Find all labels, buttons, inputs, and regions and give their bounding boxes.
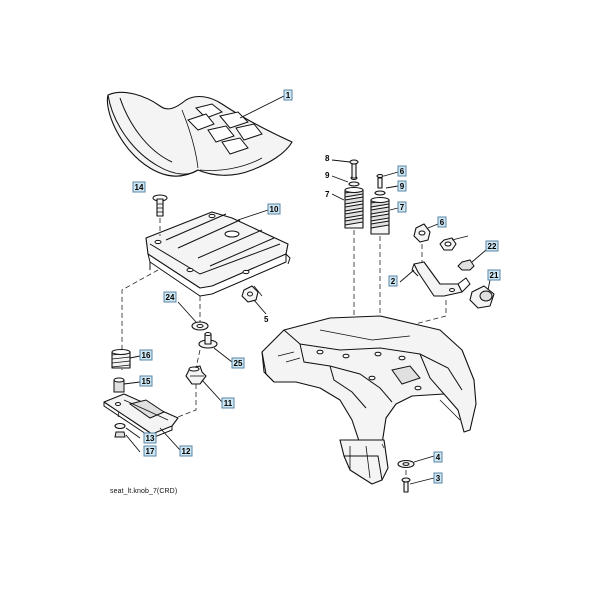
callout-box	[283, 89, 293, 101]
callout-box	[143, 432, 157, 444]
callout-7a: 7	[397, 201, 407, 213]
fender	[261, 315, 477, 445]
seat-pan	[145, 211, 291, 297]
bracket-2	[411, 261, 471, 297]
washer-4	[397, 459, 415, 469]
callout-label: 22	[488, 242, 497, 251]
callout-box	[267, 203, 281, 215]
callout-4: 4	[433, 451, 443, 463]
pivot-25	[198, 332, 218, 349]
callout-15: 15	[139, 375, 153, 387]
callout-11: 11	[221, 397, 235, 409]
callout-box	[437, 216, 447, 228]
callout-9a: 9	[397, 180, 407, 192]
callout-22: 22	[485, 240, 499, 252]
callout-box	[397, 165, 407, 177]
callout-6b: 6	[437, 216, 447, 228]
knob-21	[469, 285, 495, 309]
callout-box	[231, 357, 245, 369]
callout-14: 14	[132, 181, 146, 193]
callout-label: 4	[436, 453, 441, 462]
callout-6a: 6	[397, 165, 407, 177]
callout-box	[143, 445, 157, 457]
callout-25: 25	[231, 357, 245, 369]
part-number-7b: 7	[325, 190, 330, 199]
callout-label: 24	[166, 293, 175, 302]
seat	[106, 91, 293, 177]
spring-7-right	[370, 173, 390, 235]
callout-label: 6	[400, 167, 405, 176]
callout-label: 2	[391, 277, 396, 286]
callout-label: 1	[286, 91, 291, 100]
callout-16: 16	[139, 349, 153, 361]
nut-17	[114, 431, 126, 438]
callout-box	[397, 180, 407, 192]
callout-box	[132, 181, 146, 193]
callout-12: 12	[179, 445, 193, 457]
callout-label: 14	[135, 183, 144, 192]
callout-10: 10	[267, 203, 281, 215]
callout-box	[139, 349, 153, 361]
callout-label: 10	[270, 205, 279, 214]
diagram-caption: seat_lt.knob_7(CRD)	[110, 488, 178, 495]
track-plate-12	[103, 393, 179, 439]
callout-label: 16	[142, 351, 151, 360]
nut-6	[439, 237, 457, 251]
callout-label: 13	[146, 434, 155, 443]
callout-label: 7	[400, 203, 405, 212]
callout-box	[433, 472, 443, 484]
part-number-8: 8	[325, 154, 330, 163]
callout-17: 17	[143, 445, 157, 457]
callout-box	[433, 451, 443, 463]
callout-3: 3	[433, 472, 443, 484]
spring-16	[111, 349, 131, 369]
washer-13	[114, 422, 126, 430]
callout-13: 13	[143, 432, 157, 444]
bolt-3	[401, 477, 411, 493]
callout-box	[397, 201, 407, 213]
callout-label: 17	[146, 447, 155, 456]
spacer-15	[113, 377, 125, 393]
callout-label: 9	[400, 182, 405, 191]
spring-7-left	[344, 159, 364, 229]
callout-label: 11	[224, 399, 233, 408]
callout-label: 21	[490, 271, 499, 280]
callout-label: 15	[142, 377, 151, 386]
callout-2: 2	[388, 275, 398, 287]
knob-11	[185, 365, 207, 385]
part-number-9b: 9	[325, 171, 330, 180]
callout-label: 12	[182, 447, 191, 456]
nut-22	[457, 259, 475, 271]
callout-box	[221, 397, 235, 409]
callout-box	[485, 240, 499, 252]
callout-label: 6	[440, 218, 445, 227]
callout-box	[163, 291, 177, 303]
callout-24: 24	[163, 291, 177, 303]
callout-21: 21	[487, 269, 501, 281]
callout-label: 3	[436, 474, 441, 483]
bracket-5-right	[413, 223, 431, 243]
bracket-5-left	[241, 285, 263, 303]
callout-1: 1	[283, 89, 293, 101]
bolt-14	[152, 194, 168, 217]
washer-24	[191, 321, 209, 331]
callout-box	[179, 445, 193, 457]
callout-label: 25	[234, 359, 243, 368]
callout-box	[388, 275, 398, 287]
callout-box	[139, 375, 153, 387]
part-number-5a: 5	[264, 315, 269, 324]
callout-box	[487, 269, 501, 281]
support-bracket	[339, 439, 389, 485]
